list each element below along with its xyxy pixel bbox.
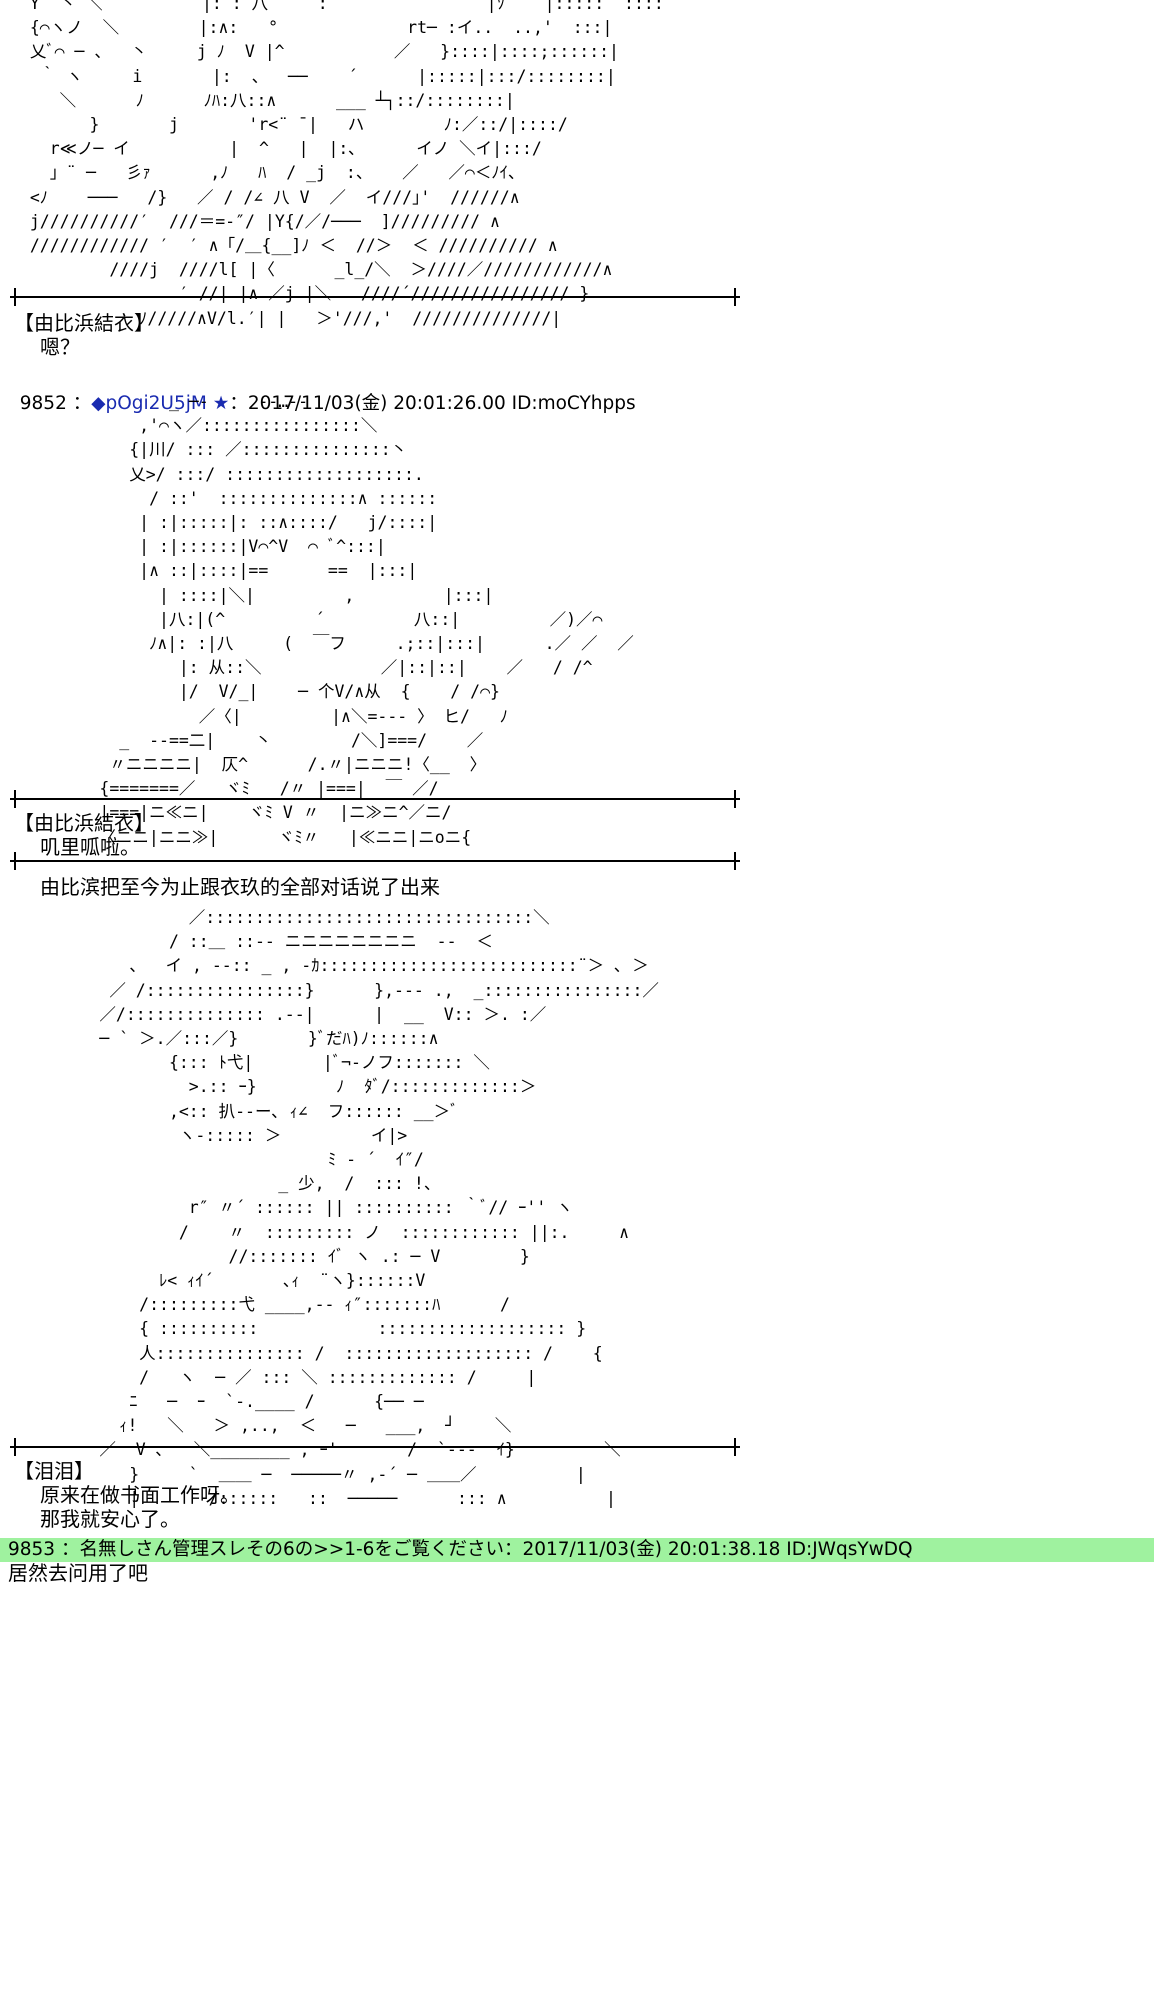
divider bbox=[10, 288, 740, 306]
dialogue-text: 原来在做书面工作呀。 bbox=[40, 1483, 240, 1507]
dialogue-text: 叽里呱啦。 bbox=[40, 835, 140, 859]
ascii-art-top: Y 丶 ＼ |: : 八 : |ｿ |::::: :::: {⌒ヽノ ＼ |:∧… bbox=[29, 0, 664, 328]
dialogue-text: 那我就安心了。 bbox=[40, 1507, 180, 1531]
speaker-name: 【由比浜結衣】 bbox=[14, 311, 154, 335]
post-body-text: 居然去问用了吧 bbox=[8, 1561, 148, 1585]
divider bbox=[10, 790, 740, 808]
post-header-9852: 9852 ：◆pOgi2U5jM ★：2017/11/03(金) 20:01:2… bbox=[8, 368, 636, 416]
speaker-name: 【由比浜結衣】 bbox=[14, 811, 154, 835]
post-header-9853: 9853 ：名無しさん管理スレその6の>>1-6をご覧ください：2017/11/… bbox=[0, 1538, 1154, 1562]
narration-text: 由比滨把至今为止跟衣玖的全部对话说了出来 bbox=[40, 875, 440, 899]
divider bbox=[10, 1438, 740, 1456]
divider bbox=[10, 852, 740, 870]
dialogue-text: 嗯？ bbox=[40, 335, 80, 359]
ascii-art-middle: _ ─- ‐‐…‐- ,'⌒ヽ／::::::::::::::::＼ {|川/ :… bbox=[99, 392, 634, 847]
speaker-name: 【泪泪】 bbox=[14, 1459, 94, 1483]
post-date-id: ：2017/11/03(金) 20:01:26.00 ID:moCYhpps bbox=[229, 393, 636, 414]
post-number: 9852 ： bbox=[19, 393, 92, 414]
ascii-art-bottom: ／:::::::::::::::::::::::::::::::::＼ / ::… bbox=[99, 908, 659, 1508]
trip-code[interactable]: ◆pOgi2U5jM ★ bbox=[91, 393, 230, 414]
